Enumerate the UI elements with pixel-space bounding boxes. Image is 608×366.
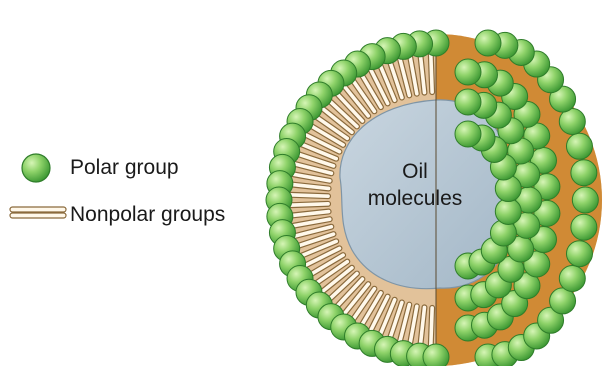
legend-item-nonpolar: Nonpolar groups bbox=[8, 199, 225, 231]
nonpolar-tail-fill bbox=[431, 50, 432, 92]
polar-head bbox=[475, 30, 501, 56]
nonpolar-tail-fill bbox=[431, 308, 432, 350]
polar-head bbox=[571, 160, 597, 186]
polar-head bbox=[455, 89, 481, 115]
polar-head bbox=[566, 241, 592, 267]
legend-label-polar: Polar group bbox=[70, 156, 179, 180]
oil-core-label-line-1: Oil bbox=[353, 158, 477, 185]
polar-head bbox=[455, 121, 481, 147]
nonpolar-tail-icon bbox=[8, 199, 70, 231]
nonpolar-tail-fill bbox=[286, 195, 328, 196]
oil-core-label: Oil molecules bbox=[353, 158, 477, 212]
oil-core-label-line-2: molecules bbox=[353, 185, 477, 212]
nonpolar-tail-fill bbox=[286, 204, 328, 205]
polar-head bbox=[572, 187, 598, 213]
polar-head bbox=[566, 133, 592, 159]
legend-item-polar: Polar group bbox=[8, 152, 179, 184]
legend-label-nonpolar: Nonpolar groups bbox=[70, 203, 225, 227]
polar-head bbox=[455, 59, 481, 85]
polar-head bbox=[495, 198, 521, 224]
polar-head bbox=[423, 344, 449, 366]
polar-head bbox=[559, 266, 585, 292]
polar-head bbox=[571, 214, 597, 240]
polar-group-sphere-icon bbox=[8, 152, 70, 184]
